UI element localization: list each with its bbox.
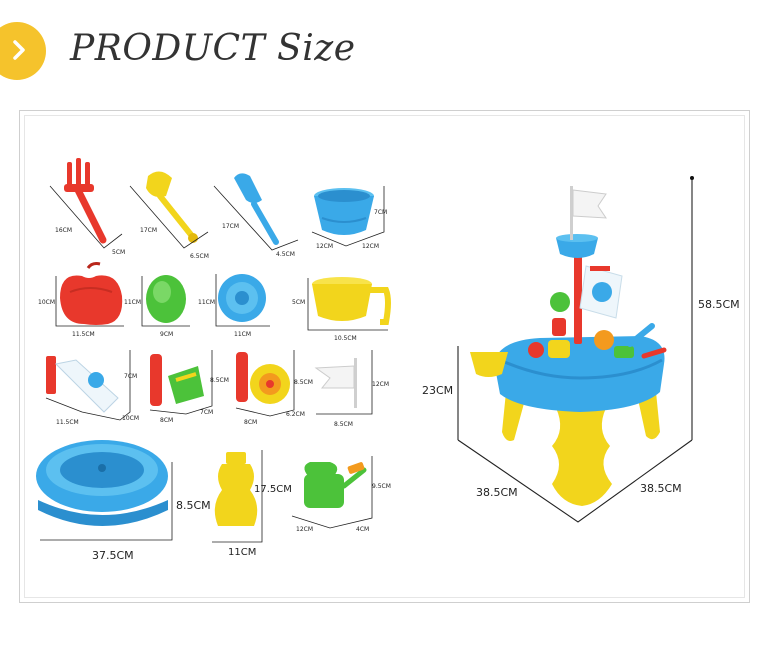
bottle-height: 17.5CM [254, 484, 292, 495]
table-depth-right: 38.5CM [640, 482, 682, 495]
egg-height: 11CM [124, 299, 141, 306]
trowel-width: 4.5CM [276, 251, 295, 258]
flower-mold-dims: 11CM 11CM [198, 274, 270, 338]
flower-mold-icon [218, 274, 266, 322]
slide-dims: 11.5CM 10CM 7CM [45, 350, 139, 426]
shovel-width: 6.5CM [190, 253, 209, 260]
egg-mold-dims: 11CM 9CM [124, 276, 190, 338]
apple-height: 10CM [38, 299, 55, 306]
egg-width: 9CM [160, 331, 173, 338]
pipe-height: 8.5CM [210, 377, 229, 384]
can-width-2: 4CM [356, 526, 369, 533]
wheel-width-2: 6.2CM [286, 411, 305, 418]
watering-can-icon [304, 462, 367, 508]
tray-width: 37.5CM [92, 549, 134, 562]
apple-mold-dims: 10CM 11.5CM [38, 276, 124, 338]
tray-height: 8.5CM [176, 499, 211, 512]
apple-mold-icon [60, 262, 123, 325]
arrow-right-icon [13, 40, 25, 60]
page-title: PRODUCT Size [70, 28, 356, 69]
slide-width-1: 11.5CM [56, 419, 79, 426]
pipe-dims: 8CM 7CM 8.5CM [149, 350, 229, 424]
egg-mold-icon [146, 275, 186, 323]
table-dims: 58.5CM 23CM 38.5CM 38.5CM [422, 176, 740, 523]
trowel-height: 17CM [222, 223, 239, 230]
section-header: PRODUCT Size [0, 0, 770, 100]
rake-dims: 16CM 5CM [49, 185, 125, 256]
wheel-width-1: 8CM [244, 419, 257, 426]
pipe-icon [150, 354, 204, 406]
table-depth-left: 38.5CM [476, 486, 518, 499]
bottle-width: 11CM [228, 547, 256, 558]
flag-dims: 8.5CM 12CM [316, 350, 389, 428]
flower-height: 11CM [198, 299, 215, 306]
table-top-height: 23CM [422, 384, 453, 397]
flower-width: 11CM [234, 331, 251, 338]
shovel-dims: 17CM 6.5CM [129, 185, 209, 260]
apple-width: 11.5CM [72, 331, 95, 338]
cup-height: 5CM [292, 299, 305, 306]
arrow-badge [0, 22, 46, 80]
slide-height: 7CM [124, 373, 137, 380]
water-wheel-dims: 8CM 6.2CM 8.5CM [235, 350, 313, 426]
bottle-dims: 11CM 17.5CM [212, 450, 292, 558]
can-width-1: 12CM [296, 526, 313, 533]
bucket-width-2: 12CM [362, 243, 379, 250]
watering-can-dims: 12CM 4CM 9.5CM [291, 456, 391, 533]
cup-icon [312, 277, 391, 325]
bottle-icon [214, 452, 258, 526]
sand-water-table-icon [470, 186, 667, 506]
trowel-dims: 17CM 4.5CM [213, 185, 299, 258]
trowel-icon [234, 173, 279, 245]
rake-height: 16CM [55, 227, 72, 234]
water-wheel-icon [236, 352, 290, 404]
slide-width-2: 10CM [122, 415, 139, 422]
flag-height: 12CM [372, 381, 389, 388]
table-total-height: 58.5CM [698, 298, 740, 311]
bucket-width-1: 12CM [316, 243, 333, 250]
cup-width: 10.5CM [334, 335, 357, 342]
sand-tray-icon [36, 440, 168, 526]
sand-tray-dims: 8.5CM 37.5CM [40, 462, 211, 562]
flag-width: 8.5CM [334, 421, 353, 428]
slide-icon [46, 356, 119, 413]
can-height: 9.5CM [372, 483, 391, 490]
wheel-height: 8.5CM [294, 379, 313, 386]
bucket-icon [314, 188, 374, 235]
pipe-width-1: 8CM [160, 417, 173, 424]
cup-dims: 5CM 10.5CM [292, 278, 388, 342]
flag-icon [314, 358, 357, 408]
pipe-width-2: 7CM [200, 409, 213, 416]
bucket-dims: 12CM 12CM 7CM [311, 186, 387, 250]
rake-width: 5CM [112, 249, 125, 256]
rake-icon [64, 158, 107, 244]
bucket-height: 7CM [374, 209, 387, 216]
shovel-height: 17CM [140, 227, 157, 234]
